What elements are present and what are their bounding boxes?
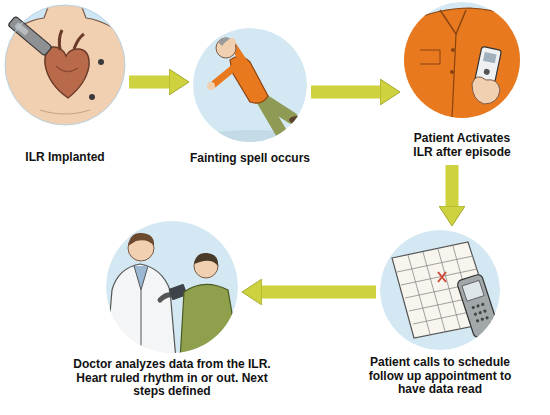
appointment-picture xyxy=(380,230,500,350)
step-caption: Doctor analyzes data from the ILR. Heart… xyxy=(65,358,280,399)
step-node: Doctor analyzes data from the ILR. Heart… xyxy=(106,221,238,401)
step-caption: Patient Activates ILR after episode xyxy=(406,132,518,159)
step-node: Patient Activates ILR after episode xyxy=(404,2,520,161)
flow-arrow xyxy=(129,76,169,89)
step-caption: Patient calls to schedule follow up appo… xyxy=(360,356,520,397)
flow-arrow xyxy=(446,165,459,206)
step-node: ILR Implanted xyxy=(5,5,125,167)
fainting-picture xyxy=(192,28,312,150)
step-caption: Fainting spell occurs xyxy=(175,152,325,166)
step-node: Fainting spell occurs xyxy=(193,28,307,168)
implant-picture xyxy=(2,2,128,130)
step-caption: ILR Implanted xyxy=(5,151,125,165)
activation-picture xyxy=(402,2,532,130)
consultation-picture xyxy=(106,221,240,360)
flow-arrow xyxy=(311,86,380,99)
step-node: Patient calls to schedule follow up appo… xyxy=(380,230,500,399)
flow-arrow xyxy=(262,286,376,299)
